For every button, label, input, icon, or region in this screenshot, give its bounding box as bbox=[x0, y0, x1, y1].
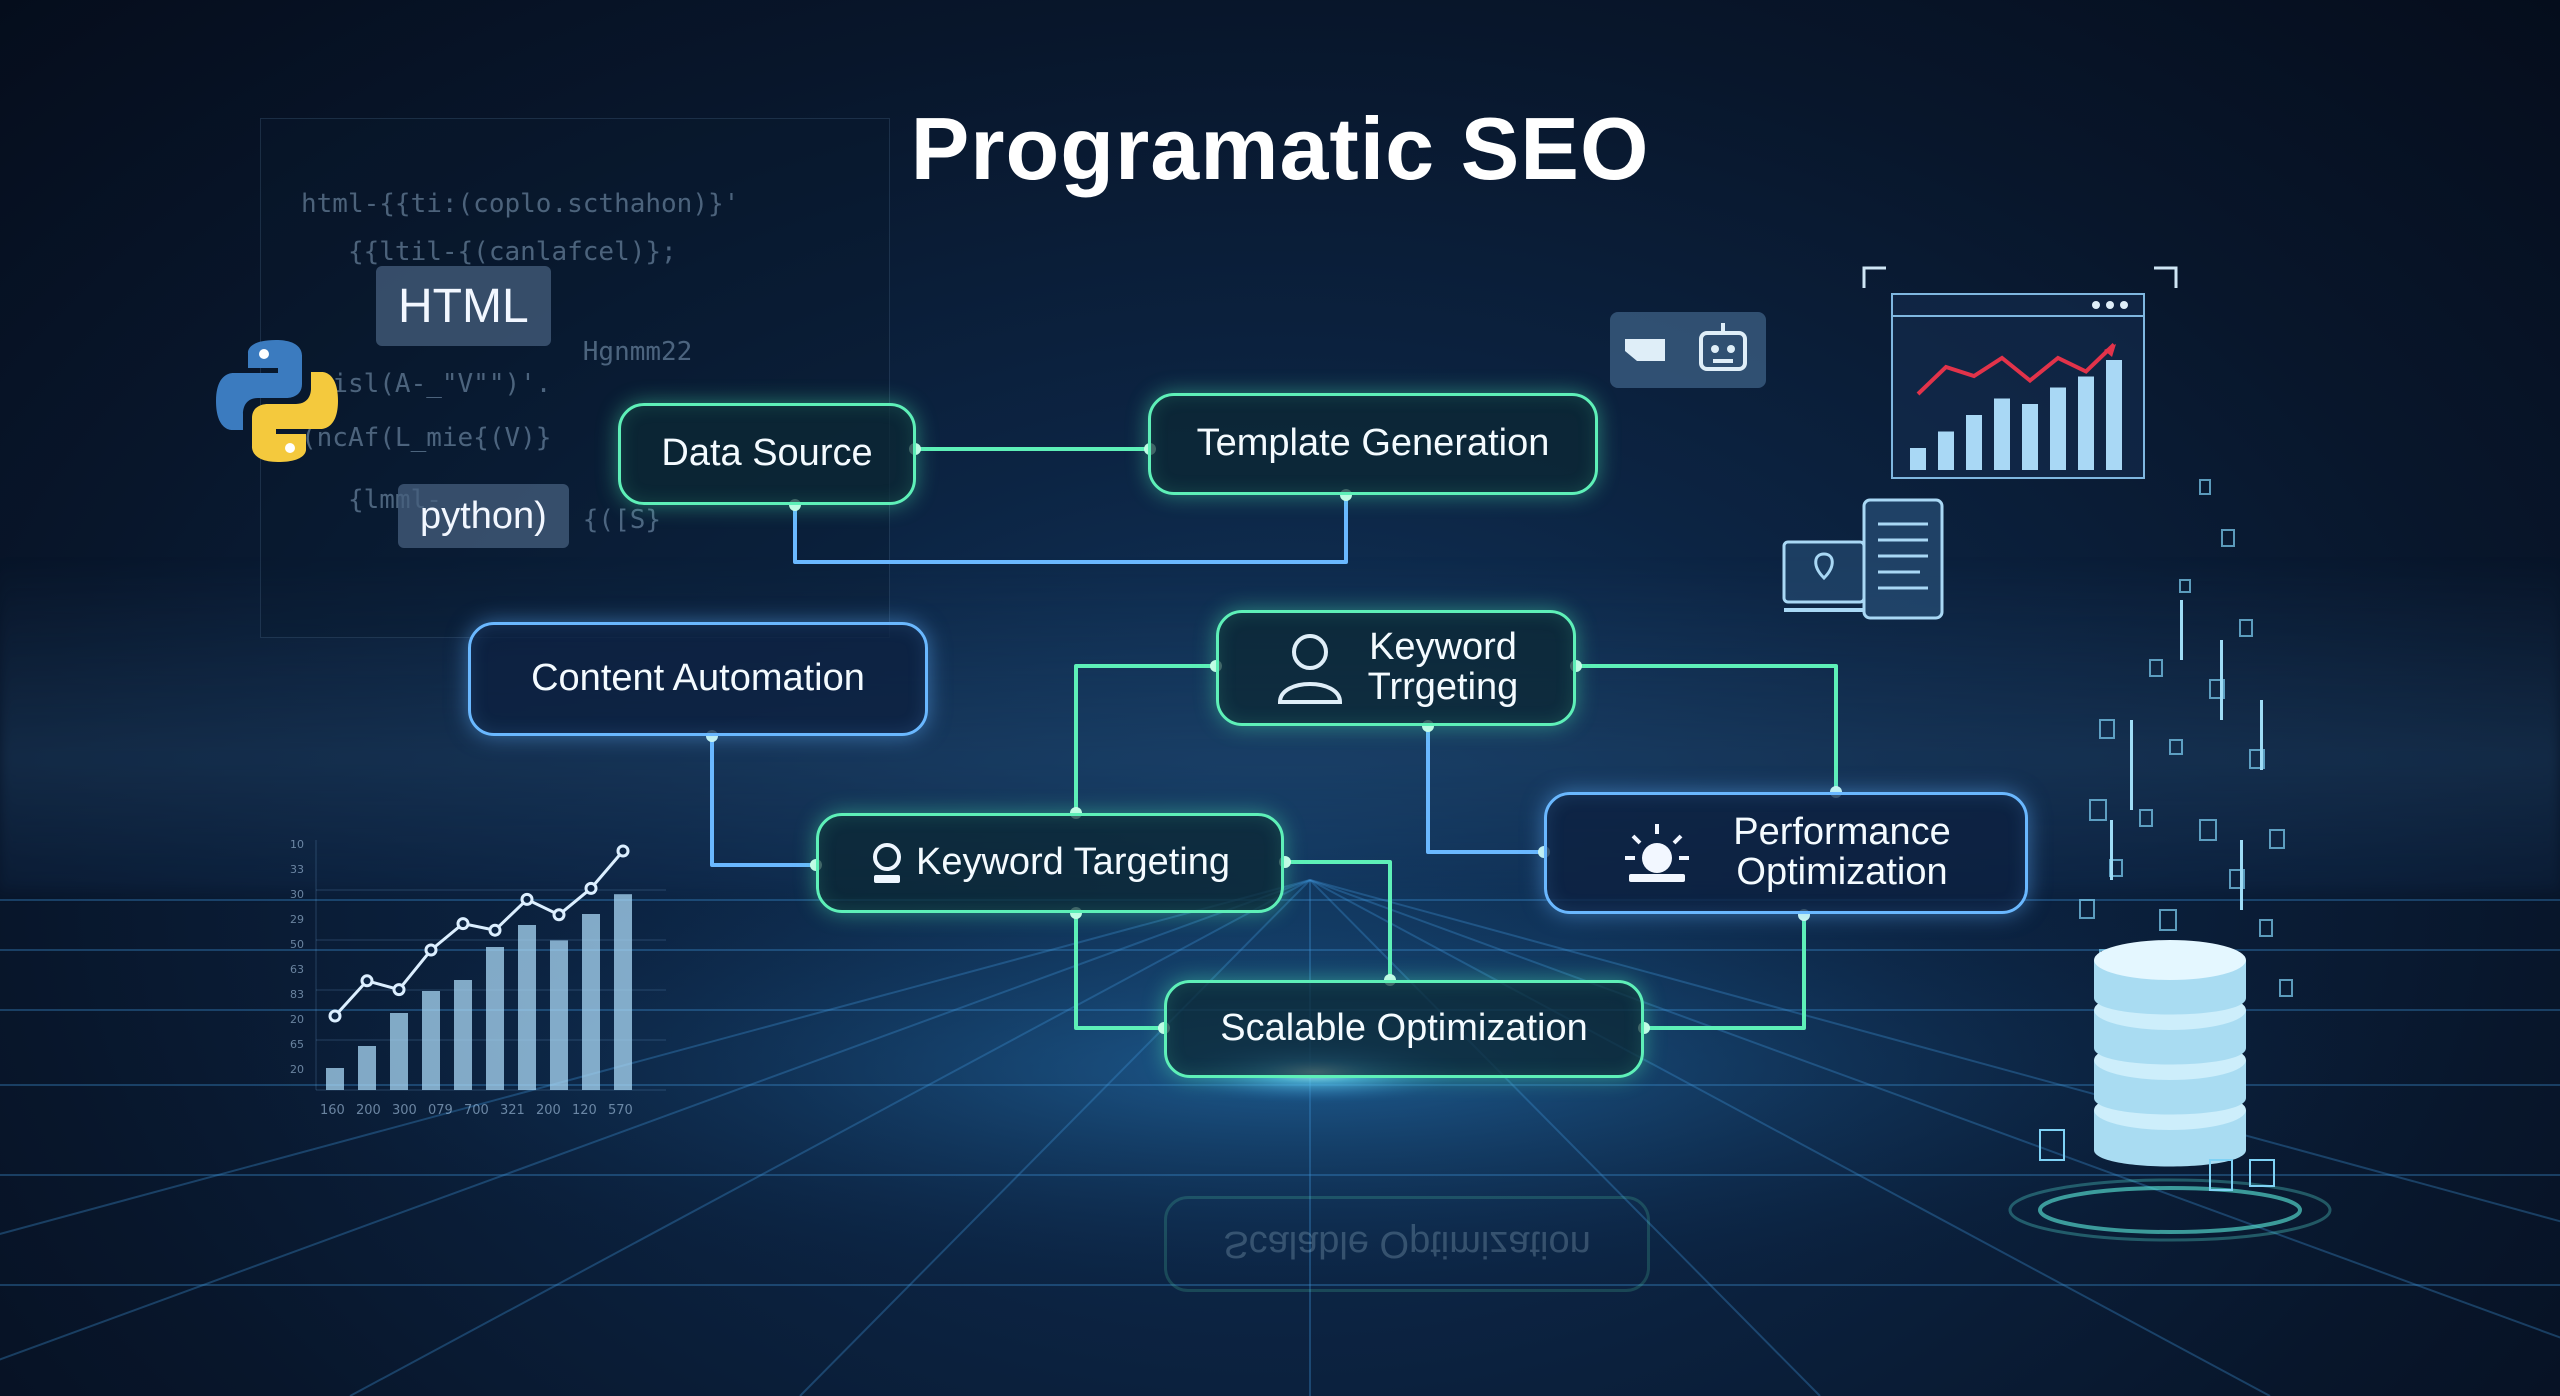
code-panel: html-{{ti:(coplo.scthahon)}' {{ltil-{(ca… bbox=[260, 118, 890, 638]
code-line: (ncAf(L_mie{(V)} bbox=[301, 423, 552, 453]
sun-icon bbox=[1621, 820, 1693, 886]
user-icon bbox=[1274, 630, 1346, 706]
node-label-line: Trrgeting bbox=[1367, 666, 1519, 708]
y-tick-label: 63 bbox=[290, 963, 304, 976]
chart-bar bbox=[1966, 415, 1982, 470]
flag-icon bbox=[1625, 339, 1665, 361]
node-template-generation: Template Generation bbox=[1148, 393, 1598, 495]
chart-bar bbox=[1938, 431, 1954, 470]
chart-bar bbox=[2050, 387, 2066, 470]
chart-point bbox=[488, 923, 502, 937]
x-tick-label: 321 bbox=[500, 1103, 525, 1118]
x-tick-label: 160 bbox=[320, 1103, 345, 1118]
y-tick-label: 29 bbox=[290, 913, 304, 926]
y-tick-label: 20 bbox=[290, 1063, 304, 1076]
x-tick-label: 570 bbox=[608, 1103, 633, 1118]
chart-bar bbox=[2078, 376, 2094, 470]
x-tick-label: 300 bbox=[392, 1103, 417, 1118]
chart-point bbox=[456, 917, 470, 931]
y-tick-label: 30 bbox=[290, 888, 304, 901]
node-data-source: Data Source bbox=[618, 403, 916, 505]
chart-bar bbox=[1994, 398, 2010, 470]
chart-bar bbox=[454, 980, 472, 1090]
node-label: Scalable Optimization bbox=[1220, 1007, 1588, 1050]
node-performance-optimization: Performance Optimization bbox=[1544, 792, 2028, 914]
chart-bar bbox=[390, 1013, 408, 1090]
node-label: Data Source bbox=[661, 432, 873, 475]
x-tick-label: 200 bbox=[356, 1103, 381, 1118]
html-tag: HTML bbox=[376, 266, 551, 346]
chart-bar bbox=[358, 1046, 376, 1090]
node-label-wrap: Performance Optimization bbox=[1733, 811, 1951, 893]
chart-bar bbox=[2022, 404, 2038, 470]
devices-icon bbox=[1782, 498, 1944, 620]
chart-point bbox=[552, 908, 566, 922]
chart-bar bbox=[422, 991, 440, 1090]
chart-bar bbox=[550, 940, 568, 1090]
chat-chip bbox=[1610, 312, 1766, 388]
node-label: Template Generation bbox=[1196, 422, 1550, 465]
python-tag: python) bbox=[398, 484, 569, 548]
node-label-wrap: Keyword Trrgeting bbox=[1367, 626, 1519, 708]
y-tick-label: 65 bbox=[290, 1038, 304, 1051]
y-tick-label: 20 bbox=[290, 1013, 304, 1026]
x-tick-label: 120 bbox=[572, 1103, 597, 1118]
badge-icon bbox=[870, 841, 904, 885]
node-label: Keyword Targeting bbox=[915, 841, 1231, 884]
chart-point bbox=[616, 844, 630, 858]
chart-point bbox=[520, 892, 534, 906]
node-keyword-trgeting: Keyword Trrgeting bbox=[1216, 610, 1576, 726]
chart-point bbox=[584, 881, 598, 895]
node-keyword-targeting: Keyword Targeting bbox=[816, 813, 1284, 913]
analytics-window bbox=[1862, 266, 2178, 479]
chart-bar bbox=[614, 894, 632, 1090]
node-label-line: Keyword bbox=[1369, 626, 1517, 669]
y-tick-label: 33 bbox=[290, 863, 304, 876]
code-line: html-{{ti:(coplo.scthahon)}' bbox=[301, 189, 740, 219]
chart-point bbox=[328, 1009, 342, 1023]
node-reflection: Scalable Optimization bbox=[1164, 1196, 1650, 1292]
node-label-line: Optimization bbox=[1736, 851, 1948, 893]
page-title: Programatic SEO bbox=[910, 99, 1650, 198]
chart-bar bbox=[326, 1068, 344, 1090]
python-logo-icon bbox=[216, 340, 338, 462]
robot-icon bbox=[1699, 323, 1747, 371]
x-tick-label: 700 bbox=[464, 1103, 489, 1118]
chart-point bbox=[392, 983, 406, 997]
y-tick-label: 83 bbox=[290, 988, 304, 1001]
code-line: {{ltil-{(canlafcel)}; bbox=[301, 237, 677, 267]
y-tick-label: 10 bbox=[290, 838, 304, 851]
code-line: Hgnmm22 bbox=[301, 337, 693, 367]
chart-bar bbox=[582, 914, 600, 1090]
node-content-automation: Content Automation bbox=[468, 622, 928, 736]
mini-chart-left: 10 33 30 29 50 63 83 20 65 20 160 200 300 079 700 321 2… bbox=[290, 838, 666, 1118]
node-label-line: Performance bbox=[1733, 811, 1951, 854]
chart-bar bbox=[518, 925, 536, 1090]
chart-bar bbox=[1910, 448, 1926, 470]
code-line: sisl(A-_"V"")'. bbox=[301, 369, 552, 399]
x-tick-label: 079 bbox=[428, 1103, 453, 1118]
node-scalable-optimization: Scalable Optimization bbox=[1164, 980, 1644, 1078]
x-tick-label: 200 bbox=[536, 1103, 561, 1118]
y-tick-label: 50 bbox=[290, 938, 304, 951]
chart-bar bbox=[486, 947, 504, 1090]
database-stream bbox=[2008, 479, 2332, 1242]
code-line: {([S} bbox=[582, 505, 662, 535]
chart-point bbox=[424, 943, 438, 957]
chart-point bbox=[360, 974, 374, 988]
chart-bar bbox=[2106, 360, 2122, 470]
reflection-label: Scalable Optimization bbox=[1223, 1223, 1591, 1266]
node-label: Content Automation bbox=[531, 657, 865, 700]
